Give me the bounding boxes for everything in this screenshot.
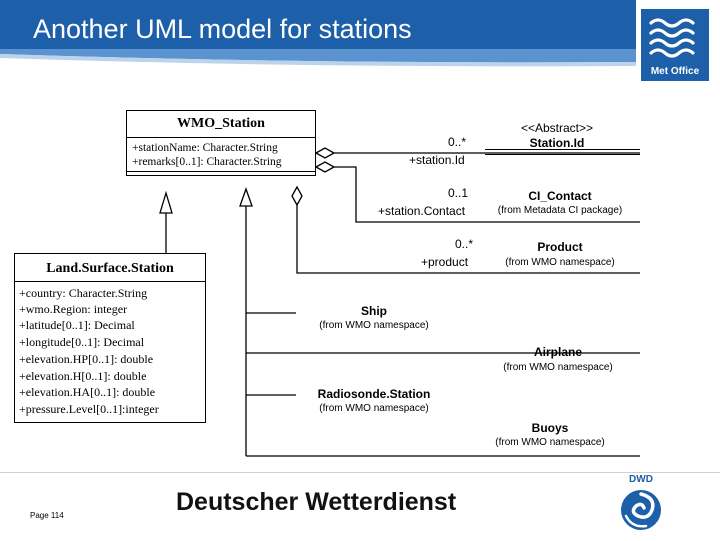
aggregation-diamond-station-id (314, 147, 336, 159)
attribute-pressure-level: +pressure.Level[0..1]:integer (19, 402, 159, 416)
class-note-radiosonde-station: (from WMO namespace) (319, 403, 429, 414)
attribute-elevation-h: +elevation.H[0..1]: double (19, 369, 147, 383)
dwd-logo-text: DWD (629, 474, 653, 485)
class-name-ci-contact[interactable]: CI_Contact (528, 189, 592, 203)
multiplicity-product: 0..* (455, 237, 474, 251)
class-note-airplane: (from WMO namespace) (503, 362, 613, 373)
attribute-elevation-ha: +elevation.HA[0..1]: double (19, 385, 156, 399)
aggregation-diamond-product (291, 185, 303, 207)
wave-icon (649, 18, 695, 58)
class-name-buoys[interactable]: Buoys (531, 421, 569, 435)
class-stereotype-station-id: <<Abstract>> (520, 121, 594, 135)
class-name-land-surface-station: Land.Surface.Station (46, 261, 174, 276)
multiplicity-ci-contact: 0..1 (448, 186, 469, 200)
class-name-wmo-station: WMO_Station (177, 116, 265, 131)
class-name-radiosonde-station[interactable]: Radiosonde.Station (317, 387, 431, 401)
aggregation-diamond-ci-contact (314, 161, 336, 173)
class-name-station-id[interactable]: Station.Id (529, 136, 585, 150)
footer-divider (0, 472, 720, 473)
attribute-wmo-region: +wmo.Region: integer (19, 302, 128, 316)
class-note-ship: (from WMO namespace) (319, 320, 429, 331)
multiplicity-station-id: 0..* (448, 135, 467, 149)
dwd-logo: DWD (612, 470, 670, 536)
attribute-station-name: +stationName: Character.String (132, 142, 278, 154)
footer-organization: Deutscher Wetterdienst (176, 488, 457, 516)
class-name-airplane[interactable]: Airplane (533, 345, 582, 359)
class-wmo-station[interactable]: WMO_Station +stationName: Character.Stri… (126, 110, 316, 176)
class-separator (127, 137, 315, 138)
class-note-buoys: (from WMO namespace) (495, 437, 605, 448)
generalization-arrow-subclasses (239, 187, 253, 207)
page-number: Page 114 (30, 511, 64, 520)
attribute-longitude: +longitude[0..1]: Decimal (19, 335, 145, 349)
class-name-ship[interactable]: Ship (361, 304, 387, 318)
class-note-product: (from WMO namespace) (505, 257, 615, 268)
dwd-swirl-icon: DWD (621, 474, 661, 530)
class-separator (127, 171, 315, 172)
class-note-ci-contact: (from Metadata CI package) (497, 205, 623, 216)
role-product: +product (421, 255, 469, 269)
association-line-product (296, 205, 640, 274)
class-separator (15, 281, 205, 282)
met-office-logo: Met Office (640, 8, 710, 82)
role-ci-contact: +station.Contact (378, 204, 466, 218)
class-land-surface-station[interactable]: Land.Surface.Station +country: Character… (14, 253, 206, 423)
met-office-logo-text: Met Office (650, 66, 700, 77)
class-bar-station-id (485, 149, 640, 155)
header-banner: Another UML model for stations Met Offic… (0, 0, 720, 90)
attribute-country: +country: Character.String (19, 286, 148, 300)
generalization-arrow-land-surface (159, 190, 173, 214)
role-station-id: +station.Id (409, 153, 465, 167)
attribute-latitude: +latitude[0..1]: Decimal (19, 318, 135, 332)
class-name-product[interactable]: Product (537, 240, 583, 254)
attribute-elevation-hp: +elevation.HP[0..1]: double (19, 352, 154, 366)
slide-title: Another UML model for stations (33, 14, 412, 44)
association-line-ci-contact (334, 166, 640, 223)
attribute-remarks: +remarks[0..1]: Character.String (132, 156, 282, 168)
header-background (0, 0, 720, 90)
